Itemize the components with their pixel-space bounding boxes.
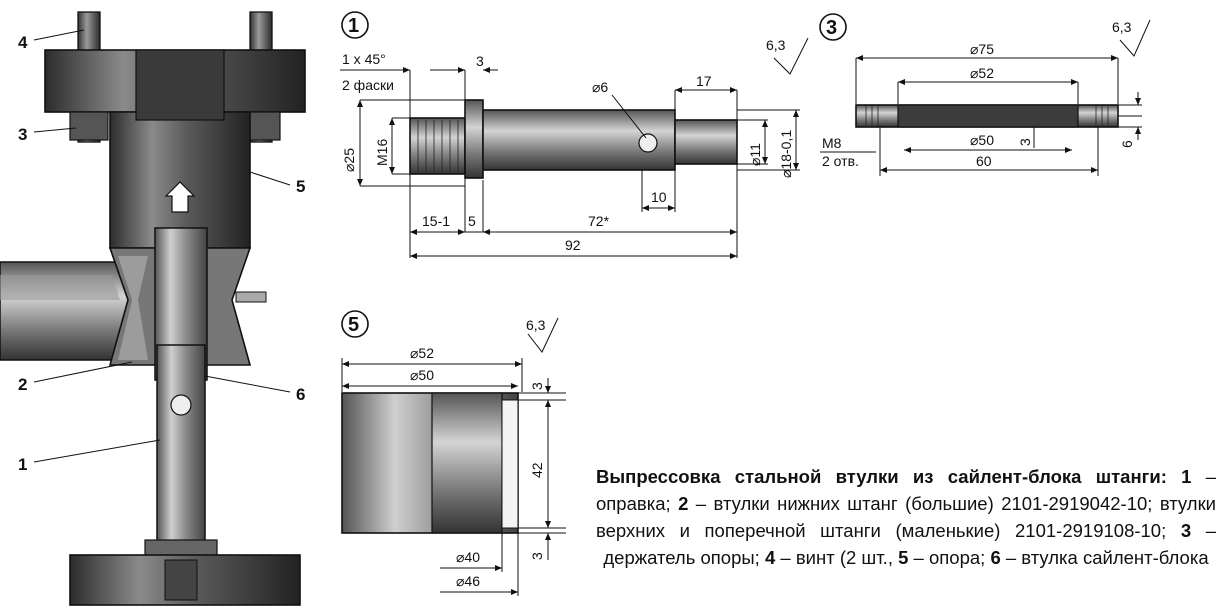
detail-3-number: 3 (826, 17, 837, 39)
dim-d11: ⌀11 (747, 143, 763, 166)
detail-5-roughness: 6,3 (526, 317, 546, 333)
detail-1-roughness: 6,3 (766, 37, 786, 53)
caption-num-5: 5 (898, 547, 909, 568)
dim-d52-support: ⌀52 (410, 345, 434, 361)
dim-holes: 2 отв. (822, 153, 859, 169)
callout-5: 5 (296, 177, 305, 196)
dim-d46: ⌀46 (456, 573, 480, 589)
detail-1-mandrel (340, 11, 809, 259)
detail-1-number: 1 (348, 15, 359, 37)
dim-m16: M16 (374, 139, 390, 166)
chamfer-line1: 1 x 45° (342, 51, 386, 67)
dim-10: 10 (651, 189, 667, 205)
callout-2: 2 (18, 375, 27, 394)
detail-3-roughness: 6,3 (1112, 19, 1132, 35)
dim-5: 5 (468, 213, 476, 229)
caption-num-4: 4 (764, 547, 776, 568)
dim-92: 92 (565, 237, 581, 253)
detail-5-number: 5 (348, 314, 359, 336)
assembly-view (0, 11, 306, 606)
dim-15: 15-1 (422, 213, 450, 229)
chamfer-line2: 2 фаски (342, 77, 394, 93)
caption-text-6: – втулка сайлент-блока (1000, 547, 1209, 568)
caption-text-1: – оправка; (596, 466, 1216, 514)
dim-3b: 3 (529, 552, 545, 560)
caption-num-2: 2 (678, 493, 689, 514)
caption-text-2: – втулки нижних штанг (большие) 2101-291… (596, 493, 1217, 541)
callout-1: 1 (18, 455, 27, 474)
figure-caption: Выпрессовка стальной втулки из сайлент-б… (596, 463, 1216, 571)
dim-3: 3 (476, 53, 484, 69)
dim-72: 72* (588, 213, 610, 229)
caption-text-3: – держатель опоры; (603, 520, 1216, 568)
caption-text-5: – опора; (908, 547, 991, 568)
dim-d18: ⌀18-0,1 (778, 130, 794, 178)
detail-3-holder (819, 13, 1151, 176)
dim-d50-support: ⌀50 (410, 367, 434, 383)
caption-title: Выпрессовка стальной втулки из сайлент-б… (596, 466, 1167, 487)
dim-d40: ⌀40 (456, 549, 480, 565)
caption-num-1: 1 (1181, 466, 1192, 487)
dim-d50: ⌀50 (970, 132, 994, 148)
dim-3a: 3 (529, 382, 545, 390)
caption-num-6: 6 (990, 547, 1001, 568)
dim-17: 17 (696, 73, 712, 89)
dim-m8: M8 (822, 135, 842, 151)
callout-6: 6 (296, 385, 305, 404)
callout-3: 3 (18, 125, 27, 144)
dim-6: 6 (1119, 140, 1135, 148)
detail-5-support (341, 310, 566, 596)
dim-3-holder: 3 (1017, 138, 1033, 146)
dim-60: 60 (976, 153, 992, 169)
dim-d52: ⌀52 (970, 65, 994, 81)
dim-d75: ⌀75 (970, 41, 994, 57)
caption-num-3: 3 (1180, 520, 1192, 541)
dim-42: 42 (529, 462, 545, 478)
caption-text-4: – винт (2 шт., (775, 547, 899, 568)
dim-d25: ⌀25 (341, 148, 357, 172)
callout-4: 4 (18, 33, 28, 52)
dim-d6: ⌀6 (592, 79, 608, 95)
